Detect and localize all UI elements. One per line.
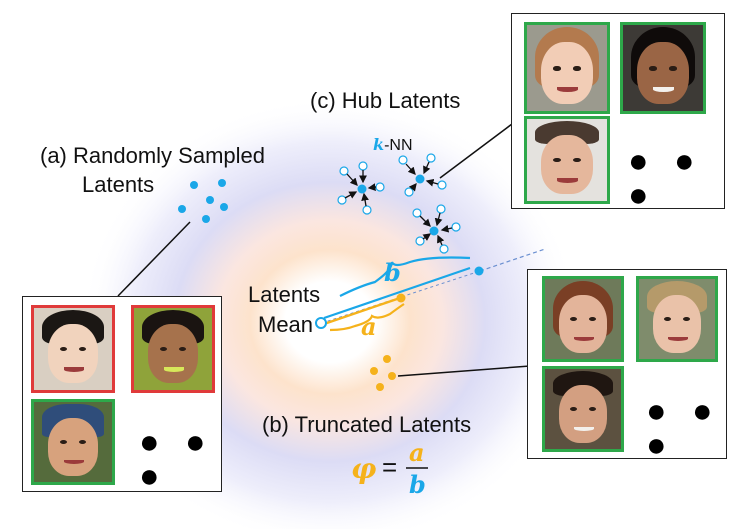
label-randomly-sampled-latents: Latents [82, 172, 155, 197]
label-knn: k-NN [373, 135, 413, 155]
face-thumbnail [542, 366, 624, 452]
random-point [218, 179, 226, 187]
connector-random [117, 221, 191, 297]
random-latent-points [178, 179, 228, 223]
phi-numerator: a [409, 438, 425, 467]
face-thumbnail [31, 305, 115, 393]
label-latents-mean-2: Mean [258, 312, 314, 337]
random-point [206, 196, 214, 204]
truncated-endpoint [396, 293, 406, 303]
hub-samples-panel: ● ● ● [511, 13, 725, 214]
vector-a-segment [323, 296, 401, 326]
face-thumbnail [131, 305, 215, 393]
latents-mean-point [315, 317, 327, 329]
vector-b-brace [339, 256, 471, 297]
truncated-point [388, 372, 396, 380]
face-thumbnail [542, 276, 624, 362]
more-faces-ellipsis: ● ● ● [139, 423, 214, 495]
face-thumbnail [524, 22, 610, 114]
vector-a-brace [329, 303, 405, 332]
random-point [178, 205, 186, 213]
hub-cluster-1 [337, 161, 385, 215]
label-a: a [361, 312, 377, 341]
vector-b-bracket [323, 266, 471, 320]
random-samples-panel: ● ● ● [22, 296, 222, 495]
label-truncated-latents: (b) Truncated Latents [262, 412, 472, 437]
hub-cluster-2 [398, 153, 447, 197]
truncated-samples-panel: ● ● ● [527, 269, 727, 464]
face-thumbnail [524, 116, 610, 204]
more-faces-ellipsis: ● ● ● [646, 392, 721, 464]
hub-cluster-3 [412, 204, 461, 254]
truncated-point [383, 355, 391, 363]
knn-suffix: -NN [384, 137, 413, 154]
label-randomly-sampled: (a) Randomly Sampled [40, 143, 265, 168]
connector-truncated [397, 365, 531, 377]
face-thumbnail [620, 22, 706, 114]
label-b: b [384, 258, 401, 287]
label-latents-mean-1: Latents [248, 282, 321, 307]
random-point [220, 203, 228, 211]
phi-symbol: φ [351, 452, 377, 485]
phi-equals: = [382, 452, 398, 482]
label-hub-latents: (c) Hub Latents [310, 88, 461, 113]
face-thumbnail [636, 276, 718, 362]
phi-denominator: b [409, 470, 426, 499]
original-endpoint [474, 266, 484, 276]
connector-hub [439, 123, 513, 179]
truncated-latent-points [370, 355, 396, 391]
truncated-point [370, 367, 378, 375]
knn-k: k [373, 135, 385, 154]
mean-direction-extension [479, 248, 546, 272]
face-thumbnail [31, 399, 115, 485]
more-faces-ellipsis: ● ● ● [628, 142, 703, 214]
truncated-point [376, 383, 384, 391]
mean-direction-dashed [321, 270, 481, 324]
random-point [202, 215, 210, 223]
random-point [190, 181, 198, 189]
